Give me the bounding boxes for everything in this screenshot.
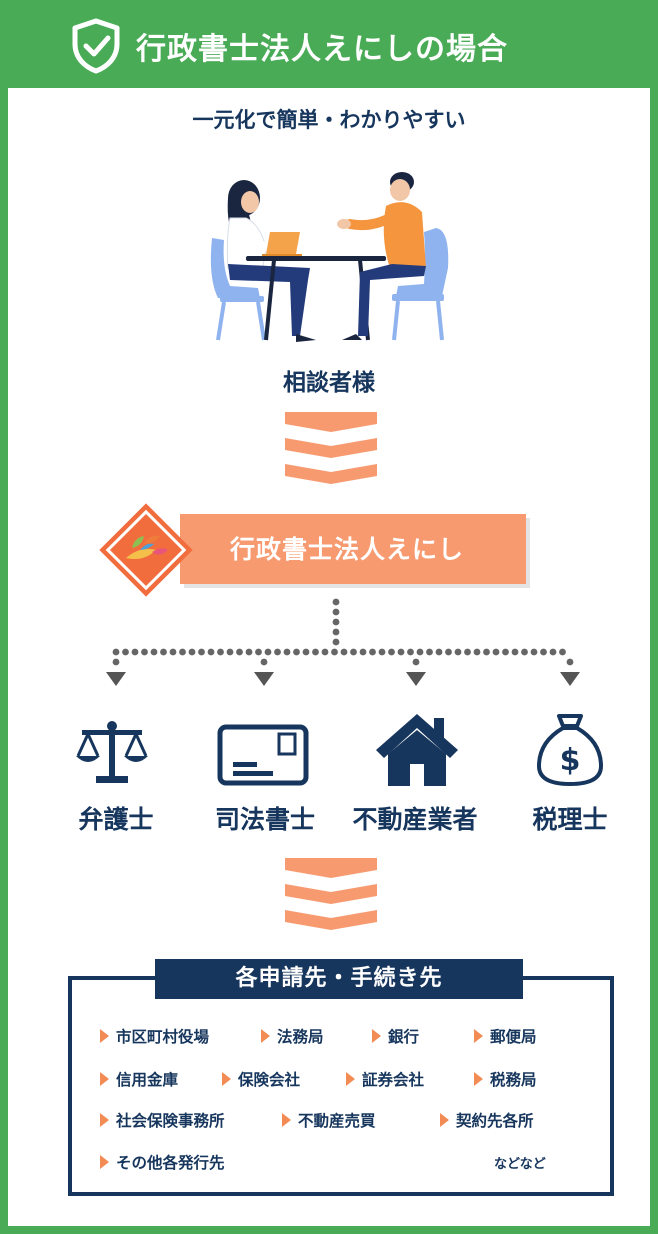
destination-item: 法務局	[261, 1025, 324, 1047]
triangle-bullet-icon	[372, 1029, 381, 1043]
subtitle: 一元化で簡単・わかりやすい	[192, 108, 466, 132]
destination-item: 銀行	[372, 1025, 419, 1047]
destination-item: 信用金庫	[100, 1068, 178, 1090]
triangle-bullet-icon	[440, 1113, 449, 1127]
destination-item: 市区町村役場	[100, 1025, 209, 1047]
consultation-illustration	[210, 172, 449, 342]
triangle-bullet-icon	[474, 1029, 483, 1043]
money-bag-icon: $	[536, 714, 604, 787]
triangle-bullet-icon	[474, 1072, 483, 1086]
chevron-arrows-1	[285, 412, 377, 484]
professional-label-real-estate: 不動産業者	[352, 805, 478, 834]
scales-icon	[76, 721, 148, 783]
shield-check-icon	[72, 18, 120, 74]
company-label: 行政書士法人えにし	[230, 535, 465, 564]
svg-text:$: $	[560, 743, 581, 778]
destination-item: 税務局	[474, 1068, 537, 1090]
triangle-bullet-icon	[100, 1113, 109, 1127]
house-icon	[376, 714, 458, 786]
triangle-bullet-icon	[100, 1155, 109, 1169]
company-logo-icon	[99, 503, 193, 597]
envelope-icon	[217, 724, 309, 786]
triangle-bullet-icon	[261, 1029, 270, 1043]
destinations-box	[68, 976, 614, 1196]
destinations-title: 各申請先・手続き先	[155, 959, 523, 999]
triangle-bullet-icon	[100, 1072, 109, 1086]
destination-item: 契約先各所	[440, 1109, 534, 1131]
page-title: 行政書士法人えにしの場合	[136, 32, 508, 67]
professional-label-lawyer: 弁護士	[78, 805, 154, 834]
consultant-label: 相談者様	[283, 370, 375, 396]
professional-label-judicial-scrivener: 司法書士	[214, 805, 315, 834]
destination-item: 証券会社	[346, 1068, 424, 1090]
branch-connector	[106, 598, 580, 686]
company-banner	[180, 514, 526, 584]
destination-item: 保険会社	[222, 1068, 300, 1090]
etc-note: などなど	[494, 1157, 546, 1172]
chevron-arrows-2	[285, 858, 377, 930]
destination-item: 郵便局	[474, 1025, 537, 1047]
header-bar: 行政書士法人えにしの場合	[0, 0, 658, 88]
destination-item: 不動産売買	[282, 1109, 376, 1131]
triangle-bullet-icon	[346, 1072, 355, 1086]
triangle-bullet-icon	[222, 1072, 231, 1086]
destination-item: その他各発行先	[100, 1151, 225, 1173]
triangle-bullet-icon	[282, 1113, 291, 1127]
professional-label-tax-accountant: 税理士	[532, 805, 608, 834]
destination-item: 社会保険事務所	[100, 1109, 225, 1131]
triangle-bullet-icon	[100, 1029, 109, 1043]
